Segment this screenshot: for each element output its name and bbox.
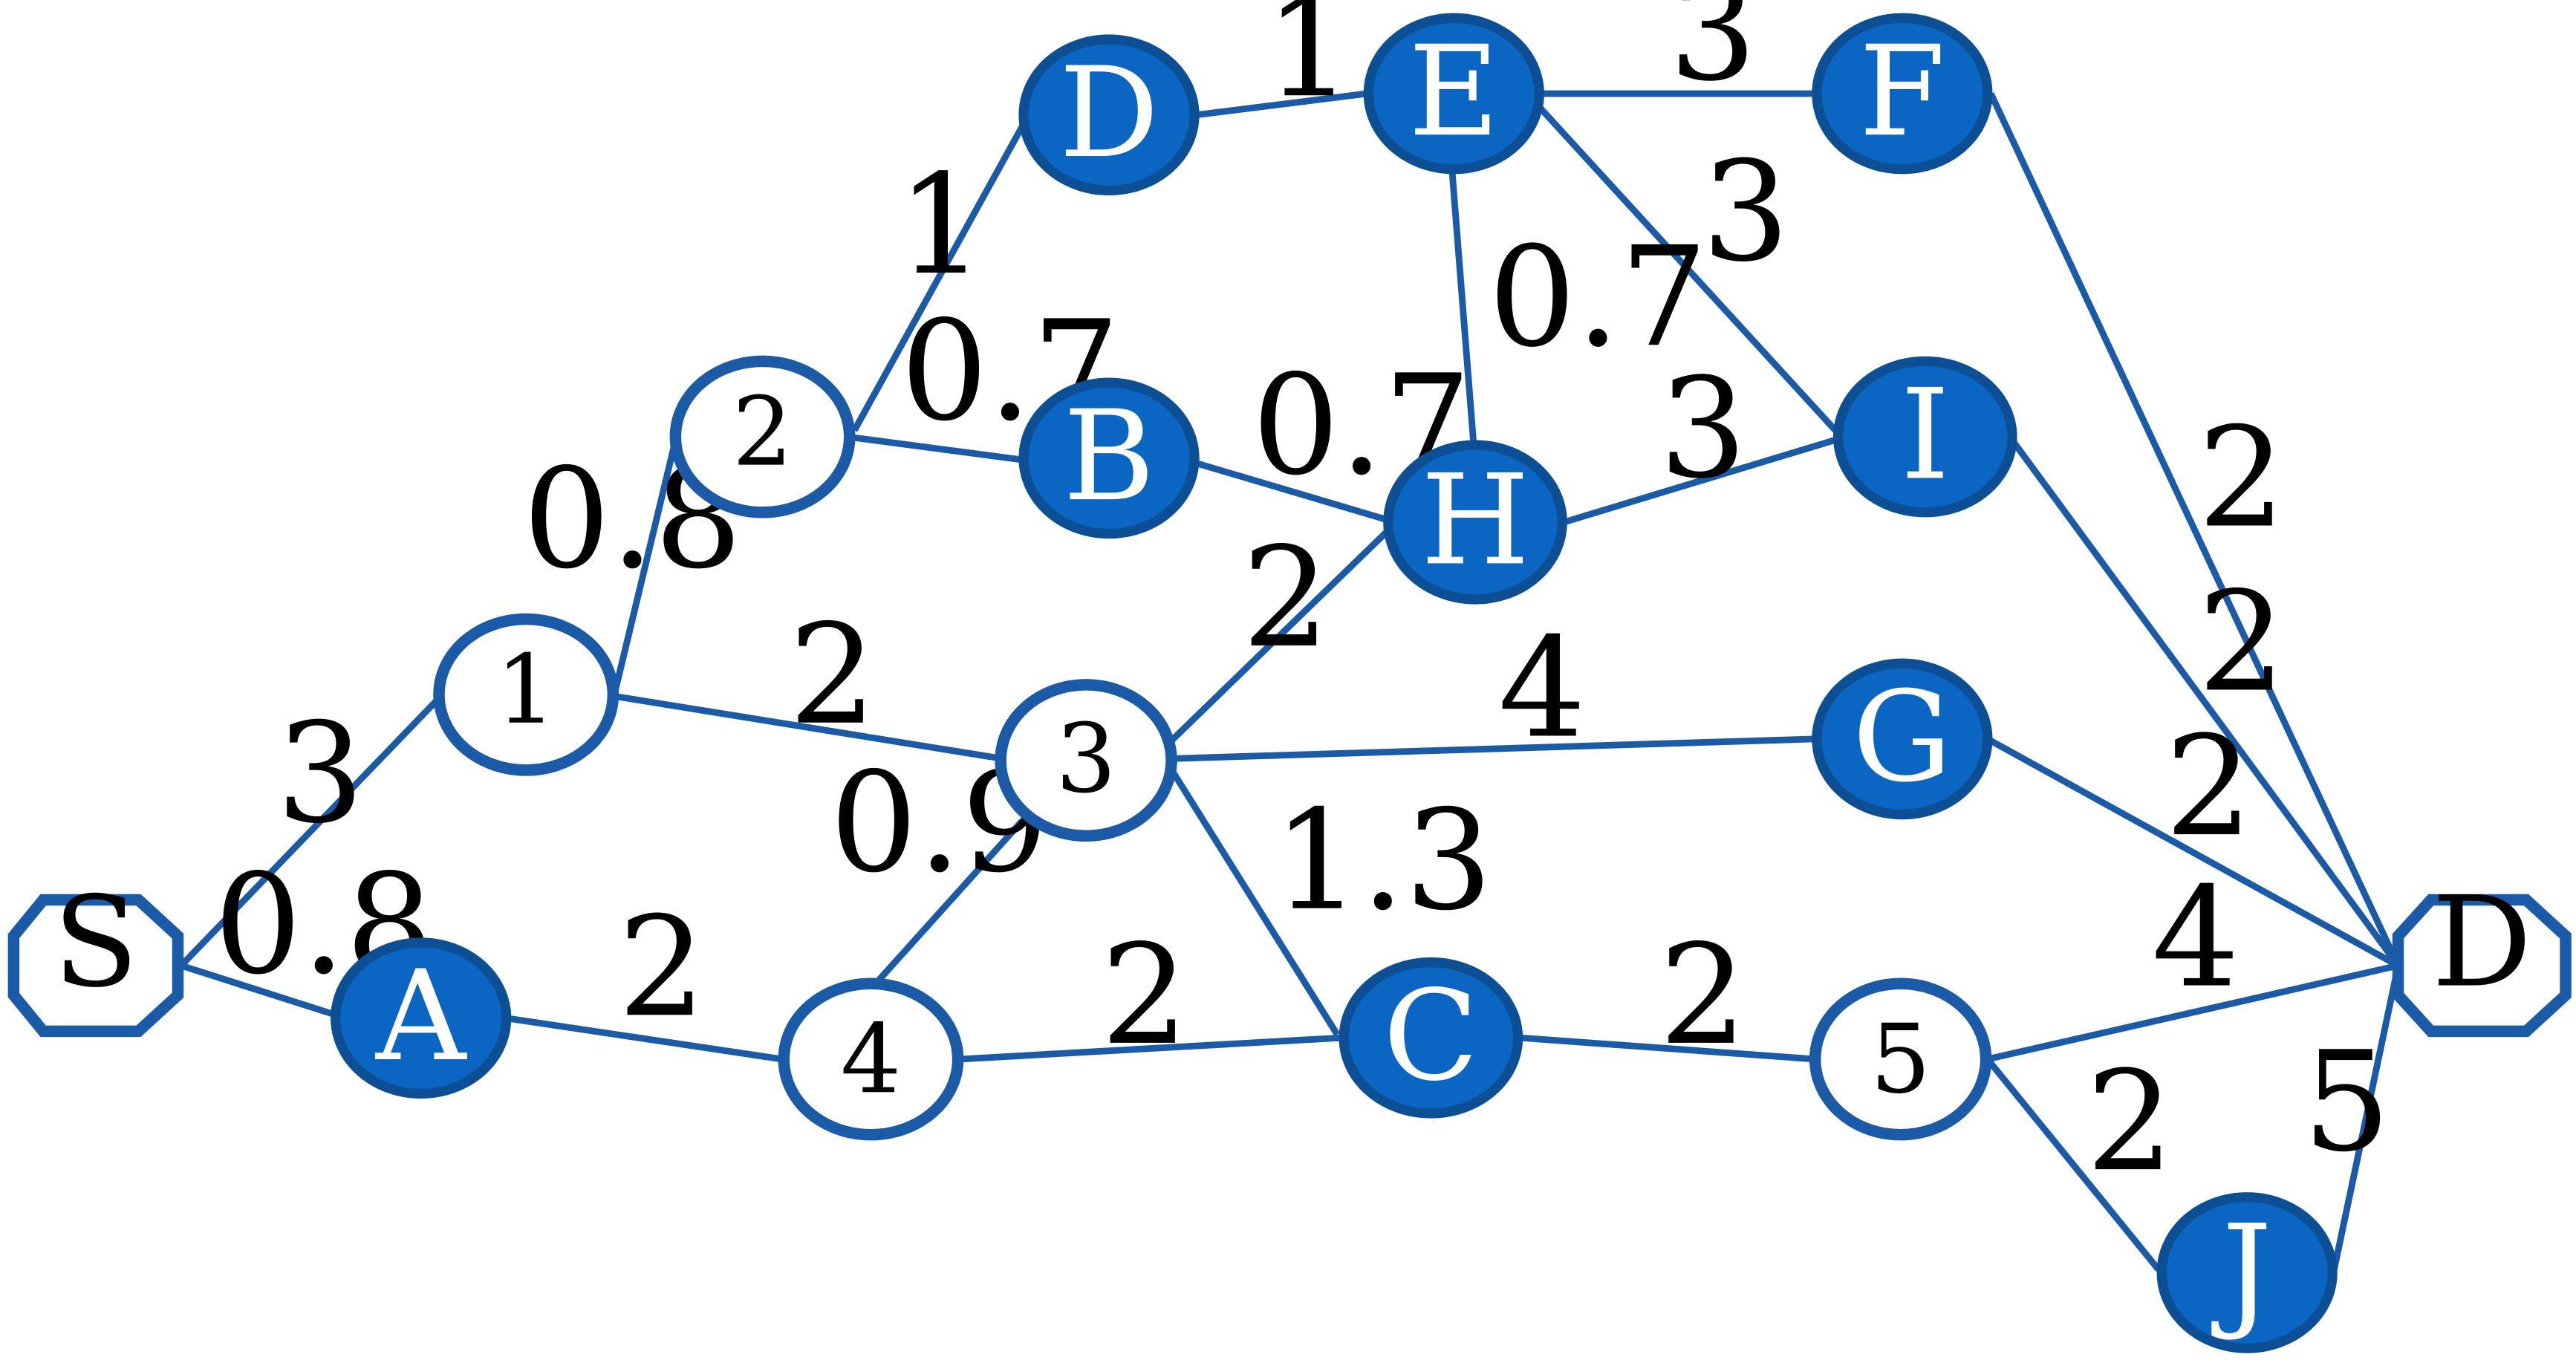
weight-e-h: 0.7 — [1489, 217, 1708, 377]
edge-d-e — [1195, 90, 1367, 119]
node-ellipse — [1339, 957, 1523, 1119]
edge-g-d — [1985, 736, 2400, 969]
node-s: S — [7, 870, 184, 1038]
node-i-label: I — [1901, 362, 1950, 507]
node-ellipse — [995, 679, 1177, 842]
edge-e-i — [1535, 103, 1843, 437]
node-s-label: S — [53, 870, 138, 1015]
node-f: F — [1812, 13, 1993, 175]
weight-h-i: 3 — [1659, 348, 1747, 509]
edge-4-c — [959, 1034, 1341, 1063]
edge-3-g — [1169, 735, 1815, 762]
weight-3-g: 4 — [1498, 608, 1586, 768]
node-g-label: G — [1853, 664, 1952, 810]
node-ellipse — [1812, 658, 1993, 820]
node-c-label: C — [1383, 963, 1479, 1109]
node-h: H — [1383, 440, 1567, 605]
edge-j-d — [2329, 965, 2401, 1278]
edges — [178, 90, 2401, 1278]
node-ellipse — [1018, 377, 1200, 539]
edge-2-d — [851, 113, 1032, 432]
edge-weights: 3 0.8 0.8 2 1 0.7 1 3 0.7 3 0.7 3 2 4 1.… — [214, 0, 2390, 1202]
node-d: D — [1018, 34, 1200, 196]
weight-e-f: 3 — [1669, 0, 1757, 111]
node-ellipse — [331, 937, 512, 1099]
weight-d-e: 1 — [1265, 0, 1353, 128]
node-a: A — [331, 937, 512, 1099]
node-b-label: B — [1063, 383, 1154, 529]
node-a-label: A — [375, 943, 467, 1089]
weight-g-d: 2 — [2165, 706, 2253, 867]
node-4: 4 — [778, 977, 964, 1141]
node-ellipse — [1363, 13, 1544, 175]
node-c: C — [1339, 957, 1523, 1119]
node-f-label: F — [1859, 19, 1946, 164]
node-i: I — [1833, 356, 2017, 518]
node-ellipse — [1018, 34, 1200, 196]
node-3-label: 3 — [1056, 704, 1116, 815]
weight-2-d: 1 — [897, 145, 985, 305]
node-b: B — [1018, 377, 1200, 539]
edge-3-h — [1167, 526, 1393, 745]
weight-f-d: 2 — [2198, 397, 2286, 558]
node-2-label: 2 — [732, 377, 793, 488]
edge-5-d — [1986, 962, 2399, 1063]
node-g: G — [1812, 658, 1993, 820]
edge-1-3 — [614, 693, 1004, 762]
node-ellipse — [1812, 13, 1993, 175]
node-2: 2 — [669, 355, 856, 518]
node-ellipse — [1383, 440, 1567, 605]
weight-e-i: 3 — [1702, 131, 1789, 292]
node-e-label: E — [1408, 19, 1500, 164]
node-4-label: 4 — [841, 1004, 902, 1115]
node-d-label: D — [1059, 40, 1159, 186]
node-e: E — [1363, 13, 1544, 175]
node-ellipse — [669, 355, 856, 518]
node-d-terminal-label: D — [2432, 870, 2532, 1015]
node-1-label: 1 — [495, 635, 556, 746]
weight-c-5: 2 — [1659, 915, 1747, 1076]
edge-1-2 — [611, 432, 680, 694]
edge-i-d — [2009, 437, 2401, 968]
node-ellipse — [1833, 356, 2017, 518]
node-ellipse — [2156, 1192, 2338, 1353]
edge-b-h — [1194, 460, 1391, 524]
node-ellipse — [433, 613, 619, 776]
node-3: 3 — [995, 679, 1177, 842]
edge-s-1 — [178, 690, 446, 969]
weight-3-h: 2 — [1242, 518, 1330, 678]
weight-i-d: 2 — [2198, 562, 2286, 723]
edge-e-h — [1448, 172, 1477, 444]
octagon-shape — [7, 894, 184, 1038]
edge-4-3 — [871, 819, 1025, 988]
edge-a-4 — [505, 1015, 783, 1063]
weight-5-d: 4 — [2152, 858, 2240, 1018]
edge-3-c — [1167, 765, 1341, 1037]
node-j: J — [2156, 1192, 2338, 1353]
edge-h-i — [1563, 437, 1836, 526]
edge-c-5 — [1520, 1034, 1816, 1063]
weight-j-d: 5 — [2303, 1022, 2390, 1183]
edge-f-d — [1988, 92, 2401, 967]
weight-s-1: 3 — [276, 693, 364, 853]
weight-3-c: 1.3 — [1273, 781, 1492, 941]
weight-5-j: 2 — [2086, 1041, 2173, 1202]
node-5: 5 — [1809, 977, 1992, 1141]
octagon-shape — [2392, 894, 2572, 1038]
edge-5-j — [1985, 1057, 2162, 1272]
node-ellipse — [778, 977, 964, 1141]
edge-2-b — [847, 433, 1023, 463]
node-1: 1 — [433, 613, 619, 776]
weight-a-4: 2 — [618, 887, 706, 1047]
node-h-label: H — [1421, 447, 1530, 593]
node-5-label: 5 — [1870, 1004, 1931, 1115]
edge-s-a — [180, 962, 337, 1018]
weight-1-3: 2 — [789, 595, 876, 755]
node-ellipse — [1809, 977, 1992, 1141]
node-d-terminal: D — [2392, 870, 2572, 1038]
weight-4-c: 2 — [1101, 915, 1188, 1076]
